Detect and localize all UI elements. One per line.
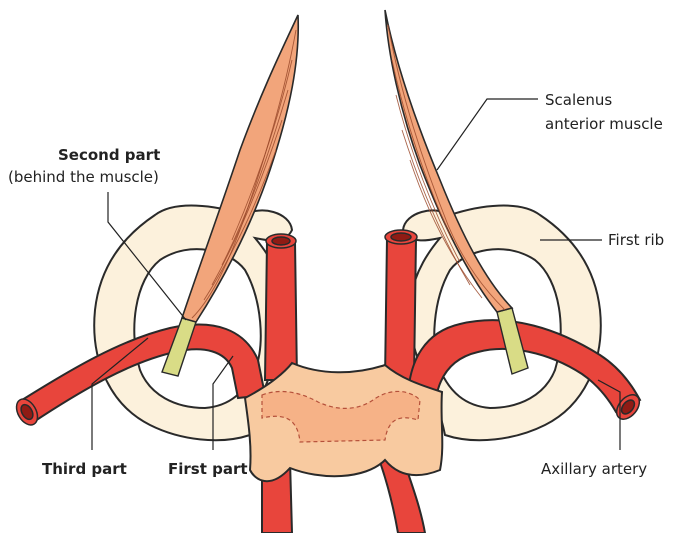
label-second-part: Second part [58, 146, 160, 164]
leader-scalenus [437, 99, 538, 170]
label-third-part: Third part [42, 460, 127, 478]
manubrium [245, 363, 442, 481]
right-common-carotid-artery [385, 230, 417, 380]
left-common-carotid-artery [265, 234, 297, 380]
label-second-part-note: (behind the muscle) [8, 168, 159, 186]
label-axillary-artery: Axillary artery [541, 460, 647, 478]
label-first-rib: First rib [608, 231, 664, 249]
label-scalenus-line1: Scalenus [545, 91, 612, 109]
label-scalenus-line2: anterior muscle [545, 115, 663, 133]
label-first-part: First part [168, 460, 248, 478]
